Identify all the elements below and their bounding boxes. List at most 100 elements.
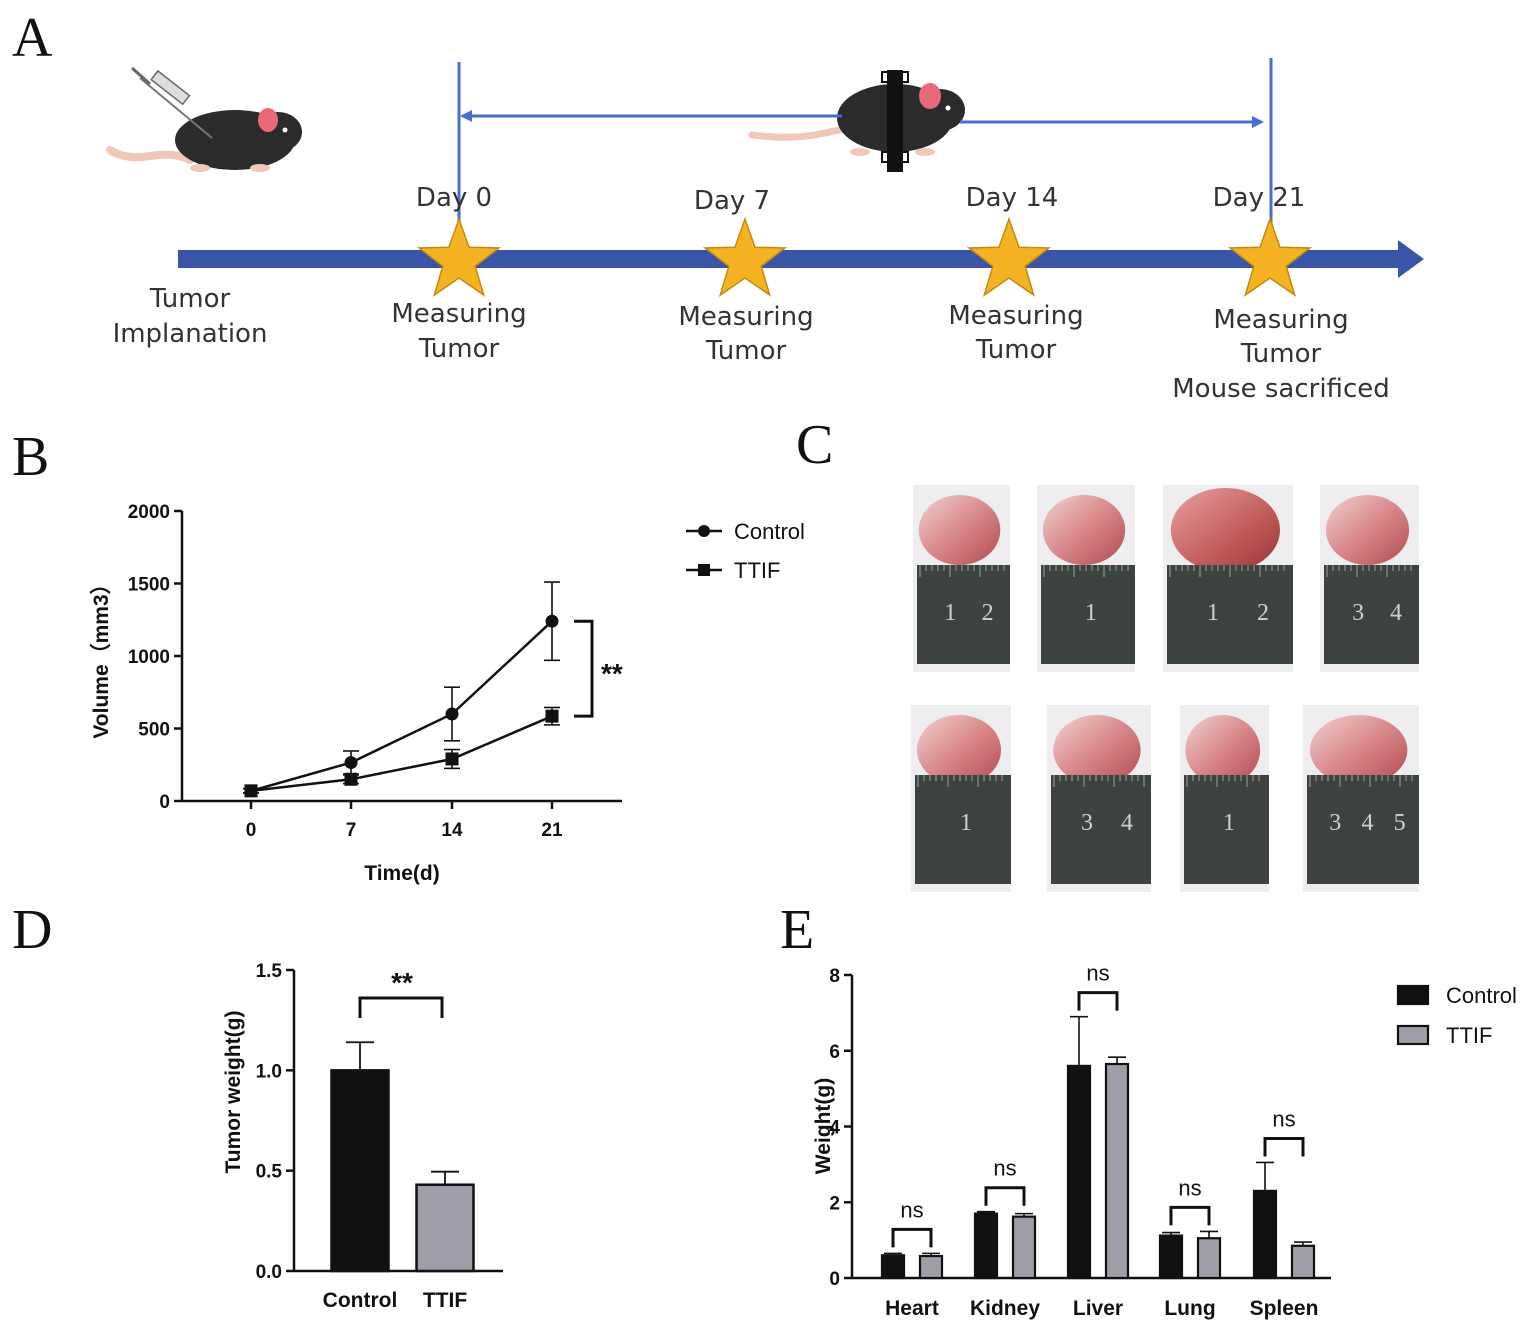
day-7-event-line1: Measuring <box>678 302 813 332</box>
timeline-star-3 <box>1227 216 1313 297</box>
ruler <box>1307 775 1419 884</box>
timeline-stars <box>416 216 1313 297</box>
x-tick-label: 21 <box>541 820 563 841</box>
x-axis-title: Time(d) <box>364 862 439 885</box>
x-tick-label: Lung <box>1164 1297 1215 1320</box>
syringe-icon <box>131 66 213 139</box>
ruler-number: 2 <box>982 600 994 626</box>
ruler-number: 4 <box>1121 810 1133 836</box>
ruler-number: 2 <box>1257 600 1269 626</box>
tumor-specimen <box>1309 715 1408 785</box>
bar-heart-ttif <box>918 1254 944 1280</box>
day-7-event-line2: Tumor <box>705 336 787 366</box>
mouse-clamp-illustration <box>748 70 965 172</box>
ruler-number: 1 <box>1085 600 1097 626</box>
ruler <box>1184 775 1269 884</box>
tumor-specimen <box>1325 495 1410 565</box>
significance-bracket <box>1169 1205 1211 1226</box>
bar-lung-ttif <box>1196 1237 1222 1280</box>
day-7-label: Day 7 <box>694 186 770 216</box>
significance-label: ns <box>1272 1106 1295 1131</box>
x-tick-label: Liver <box>1073 1297 1123 1320</box>
ruler-number: 4 <box>1361 810 1373 836</box>
ruler-number: 3 <box>1352 600 1364 626</box>
day-21-event-line3: Mouse sacrificed <box>1172 374 1389 404</box>
y-tick-label: 1000 <box>128 647 170 668</box>
tumor-photo-7: 1 <box>1180 705 1269 892</box>
y-tick-label: 1.5 <box>256 961 283 982</box>
panel-label-b: B <box>12 426 49 488</box>
tumor-specimen <box>1170 488 1280 572</box>
y-axis-title: Volume（mm3） <box>89 573 113 738</box>
bar-spleen-ttif <box>1290 1244 1316 1280</box>
x-tick-label: 14 <box>441 820 463 841</box>
y-tick-label: 2000 <box>128 502 170 523</box>
legend-label-control: Control <box>734 519 805 544</box>
significance-label: ns <box>1086 961 1109 986</box>
ruler-number: 4 <box>1390 600 1402 626</box>
ruler-number: 5 <box>1394 810 1406 836</box>
day-14-event-line2: Tumor <box>975 335 1057 365</box>
series-line-ttif <box>250 715 553 793</box>
y-axis-title: Weight(g) <box>812 1078 835 1174</box>
y-tick-label: 8 <box>829 966 840 987</box>
bar-spleen-control <box>1252 1189 1278 1280</box>
day-0-event-line1: Measuring <box>391 299 526 329</box>
legend-swatch-ttif <box>1396 1024 1430 1046</box>
panel-label-c: C <box>796 414 833 476</box>
day-14-event-line1: Measuring <box>948 301 1083 331</box>
data-point-ttif <box>244 784 258 798</box>
legend-label-ttif: TTIF <box>734 558 780 583</box>
tumor-specimen <box>917 715 1001 785</box>
bar-kidney-ttif <box>1011 1215 1037 1280</box>
ruler <box>1324 565 1419 664</box>
significance-bracket <box>984 1186 1026 1206</box>
tumor-specimen <box>1042 495 1126 565</box>
x-tick-label: Control <box>323 1289 398 1312</box>
day-14-label: Day 14 <box>966 183 1059 213</box>
x-tick-label: Spleen <box>1250 1297 1319 1320</box>
mouse-injection-illustration <box>106 66 302 172</box>
data-point-ttif <box>344 772 358 786</box>
significance-bracket <box>358 996 444 1018</box>
timeline-star-1 <box>702 216 788 297</box>
significance-bracket <box>891 1227 933 1248</box>
x-tick-label: 7 <box>346 820 357 841</box>
y-tick-label: 1.0 <box>256 1061 282 1082</box>
data-point-control <box>545 614 559 628</box>
day-0-label: Day 0 <box>416 183 492 213</box>
ruler <box>917 565 1010 664</box>
bar-ttif <box>415 1183 475 1273</box>
significance-bracket <box>574 619 594 718</box>
significance-bracket <box>1263 1136 1305 1157</box>
bar-lung-control <box>1158 1234 1184 1280</box>
y-tick-label: 4 <box>829 1118 840 1139</box>
legend-marker-ttif <box>698 564 710 576</box>
legend-swatch-control <box>1396 984 1430 1006</box>
ruler-number: 1 <box>944 600 956 626</box>
significance-label: ns <box>900 1197 923 1222</box>
data-point-control <box>344 756 358 770</box>
bar-control <box>330 1069 390 1273</box>
tumor-implantation-label-line1: Tumor <box>149 284 231 314</box>
data-point-control <box>445 707 459 721</box>
bar-kidney-control <box>973 1212 999 1280</box>
y-tick-label: 0.0 <box>256 1262 282 1283</box>
tumor-specimen <box>918 495 1001 565</box>
day-0-event-line2: Tumor <box>418 334 500 364</box>
y-tick-label: 0 <box>159 792 170 813</box>
bar-liver-ttif <box>1104 1062 1130 1280</box>
ruler <box>1051 775 1151 884</box>
tumor-photo-5: 1 <box>911 705 1011 892</box>
tumor-specimen <box>1185 715 1261 785</box>
timeline-star-0 <box>416 216 502 297</box>
y-tick-label: 0.5 <box>256 1162 283 1183</box>
y-tick-label: 0 <box>829 1269 840 1290</box>
tumor-photo-2: 1 <box>1037 485 1135 672</box>
bar-heart-control <box>880 1254 906 1280</box>
